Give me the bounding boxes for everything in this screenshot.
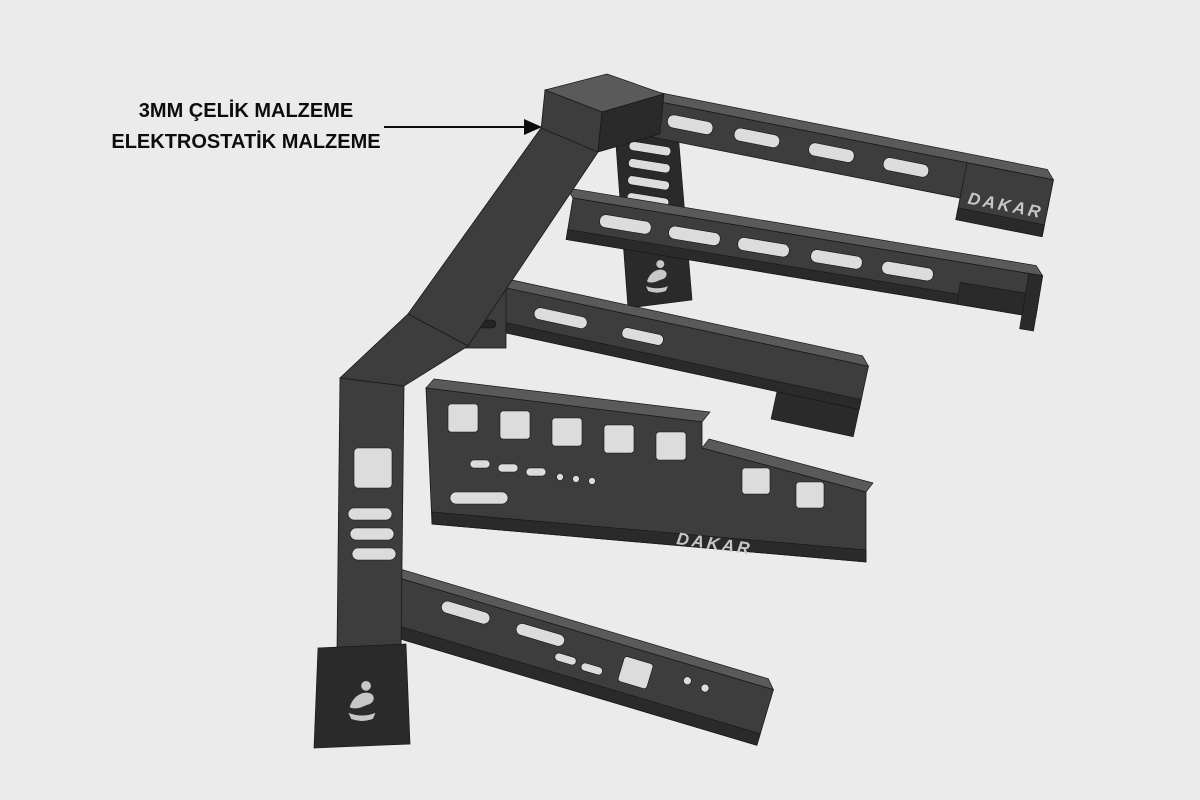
front-hoop — [313, 73, 666, 749]
bottom-rail — [374, 564, 775, 746]
top-rail: DAKAR — [602, 81, 1055, 238]
side-panel-square-holes — [447, 403, 825, 509]
second-rail-end-plate — [1019, 273, 1044, 332]
side-panel-fastener-slots — [449, 459, 596, 505]
annotation-label: 3MM ÇELİK MALZEME ELEKTROSTATİK MALZEME — [108, 96, 384, 158]
third-rail-slots — [533, 307, 664, 346]
leg-square-hole — [353, 447, 393, 489]
annotation-line-2: ELEKTROSTATİK MALZEME — [111, 131, 381, 153]
second-rail-slots — [599, 214, 934, 282]
leg-slots — [347, 507, 397, 561]
third-rail — [487, 275, 870, 438]
top-rail-slots — [667, 114, 930, 178]
hoop-top-corner — [540, 73, 666, 153]
annotation-arrow — [384, 119, 542, 135]
side-panel: DAKAR — [425, 378, 874, 563]
annotation-line-1: 3MM ÇELİK MALZEME — [138, 100, 354, 122]
bottom-rail-holes — [441, 600, 710, 693]
hoop-foot — [313, 643, 411, 749]
